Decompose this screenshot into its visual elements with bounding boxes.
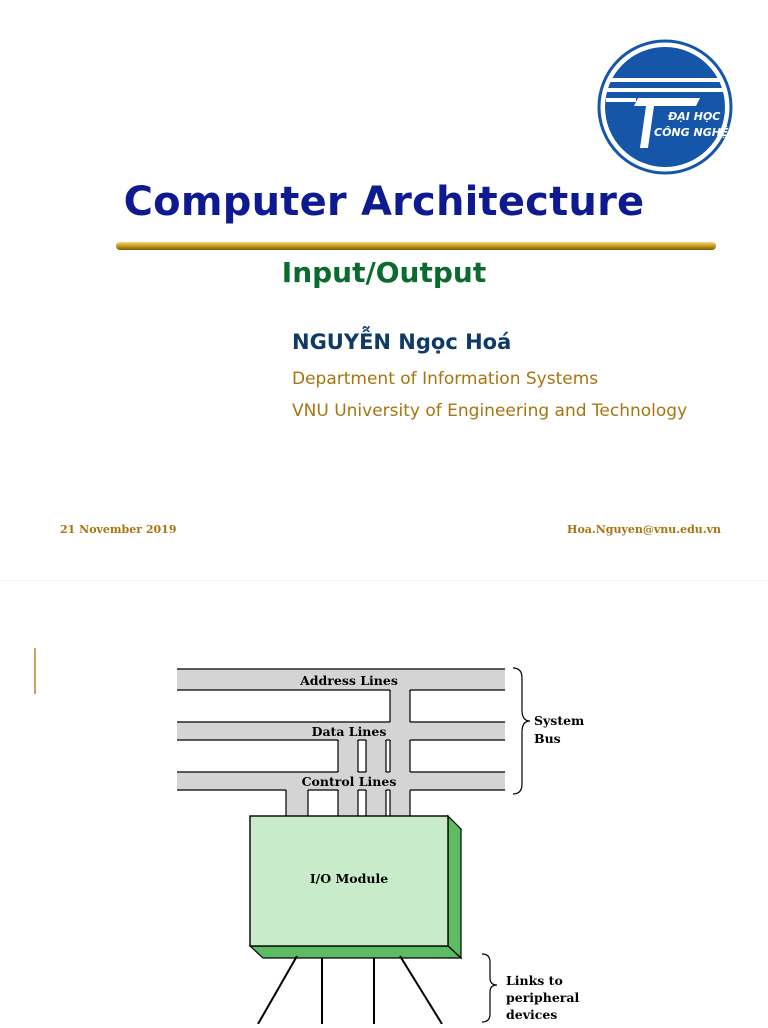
university-name: VNU University of Engineering and Techno… (292, 401, 688, 421)
data-lines-label: Data Lines (312, 724, 387, 739)
links-label-line1: Links to (506, 973, 563, 988)
address-bus (177, 669, 505, 690)
io-module-bottom (248, 945, 463, 959)
logo-text-line2: CÔNG NGHỆ (654, 125, 729, 139)
peripheral-link-4 (399, 955, 443, 1025)
author-email: Hoa.Nguyen@vnu.edu.vn (567, 523, 721, 536)
control-lines-label: Control Lines (302, 774, 397, 789)
author-name: NGUYỄN Ngọc Hoá (292, 330, 512, 354)
io-module-label: I/O Module (310, 871, 388, 886)
logo-text-line1: ĐẠI HỌC (667, 110, 720, 123)
left-edge-mark (34, 648, 36, 694)
slide-subtitle: Input/Output (281, 256, 487, 289)
links-label-line2: peripheral (506, 990, 579, 1005)
address-lines-label: Address Lines (299, 673, 398, 688)
department-name: Department of Information Systems (292, 369, 599, 389)
system-bus-label-line2: Bus (534, 731, 561, 746)
links-brace (481, 953, 498, 1023)
data-bus (177, 722, 505, 740)
io-module-side (447, 814, 462, 960)
system-bus-brace (512, 667, 531, 795)
io-module-box (249, 815, 449, 947)
slide-divider (0, 580, 768, 581)
title-underline (116, 237, 716, 250)
university-logo: ĐẠI HỌC CÔNG NGHỆ (596, 38, 734, 176)
presentation-date: 21 November 2019 (60, 523, 177, 536)
system-bus-label-line1: System (534, 713, 584, 728)
slide-title: Computer Architecture (123, 179, 645, 225)
links-label-line3: devices (506, 1007, 557, 1022)
peripheral-link-1 (257, 955, 298, 1025)
control-bus (177, 772, 505, 790)
io-module-diagram: Address Lines Data Lines Control Lines S… (0, 600, 768, 1025)
